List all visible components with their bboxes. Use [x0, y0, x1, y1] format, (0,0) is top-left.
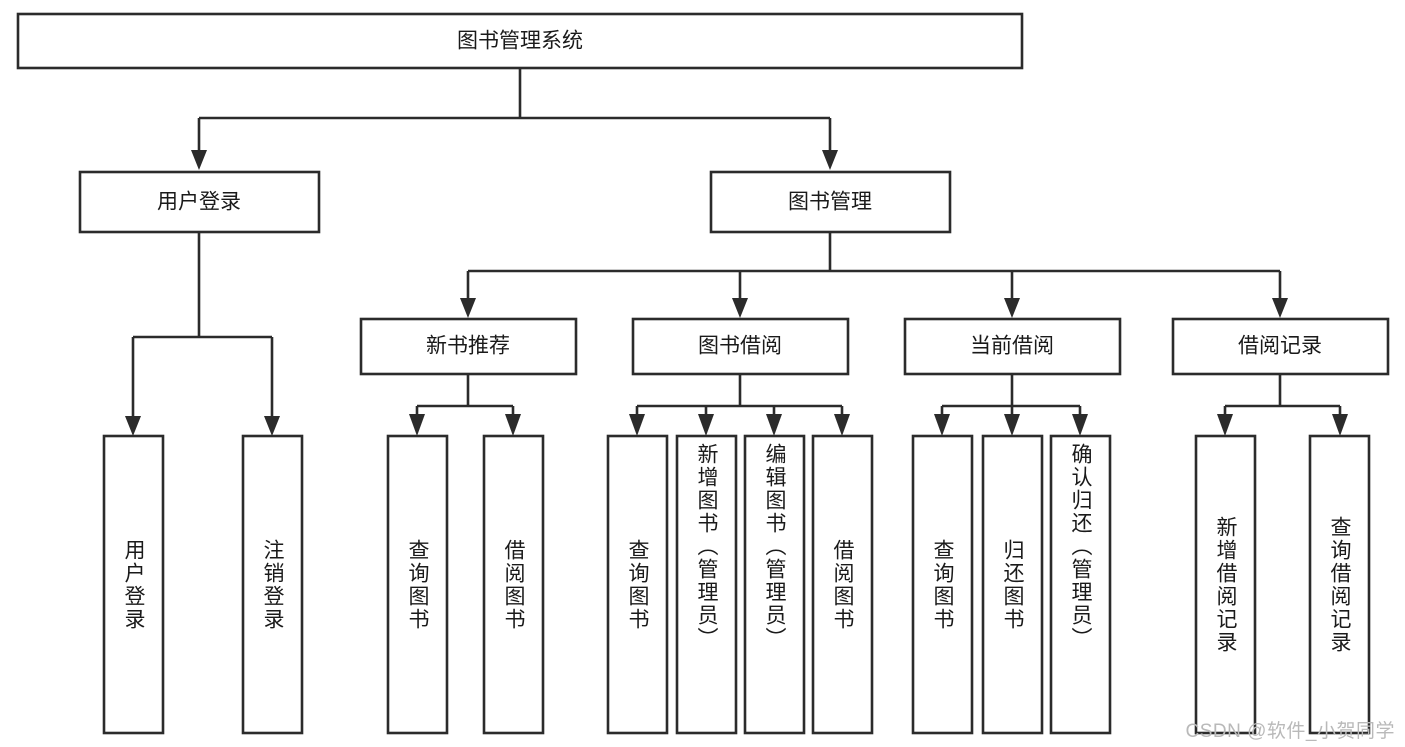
node-root-label: 图书管理系统 [457, 30, 583, 53]
arrow-book-borrow-leaf4 [834, 414, 850, 436]
leaf-box-edit-book-admin[interactable] [743, 434, 806, 735]
leaf-box-add-borrow-record[interactable] [1194, 434, 1257, 735]
leaf-box-add-book-admin[interactable] [675, 434, 738, 735]
node-book-borrow-label: 图书借阅 [698, 335, 782, 358]
arrow-new-book-leaf1 [409, 414, 425, 436]
arrow-borrow-record-leaf1 [1217, 414, 1233, 436]
node-book-manage-box[interactable] [709, 170, 952, 234]
arrow-current-borrow-leaf2 [1004, 414, 1020, 436]
leaf-box-query-book-borrow[interactable] [606, 434, 669, 735]
node-user-login-label: 用户登录 [157, 191, 241, 214]
arrow-user-login-leaf2 [264, 416, 280, 436]
node-borrow-record[interactable]: 借阅记录 [1171, 317, 1390, 376]
arrow-to-user-login [191, 150, 207, 170]
node-new-book-recommend[interactable]: 新书推荐 [359, 317, 578, 376]
arrow-to-current-borrow [1004, 298, 1020, 318]
node-borrow-record-box[interactable] [1171, 317, 1390, 376]
leaf-box-query-book-recommend[interactable] [386, 434, 449, 735]
leaf-box-user-login[interactable] [102, 434, 165, 735]
node-new-book-recommend-box[interactable] [359, 317, 578, 376]
arrow-user-login-leaf1 [125, 416, 141, 436]
node-current-borrow-label: 当前借阅 [970, 335, 1054, 358]
arrow-book-borrow-leaf2 [698, 414, 714, 436]
leaf-box-confirm-return-admin[interactable] [1049, 434, 1112, 735]
leaf-box-borrow-book[interactable] [811, 434, 874, 735]
arrow-new-book-leaf2 [505, 414, 521, 436]
leaf-box-query-book-current[interactable] [911, 434, 974, 735]
leaf-box-logout[interactable] [241, 434, 304, 735]
node-borrow-record-label: 借阅记录 [1238, 335, 1322, 358]
node-current-borrow-box[interactable] [903, 317, 1122, 376]
node-book-manage[interactable]: 图书管理 [709, 170, 952, 234]
node-new-book-recommend-label: 新书推荐 [426, 335, 510, 358]
node-book-manage-label: 图书管理 [788, 191, 872, 214]
node-current-borrow[interactable]: 当前借阅 [903, 317, 1122, 376]
leaf-box-borrow-book-recommend[interactable] [482, 434, 545, 735]
leaf-box-return-book[interactable] [981, 434, 1044, 735]
arrow-current-borrow-leaf3 [1072, 414, 1088, 436]
arrow-to-borrow-record [1272, 298, 1288, 318]
node-book-borrow[interactable]: 图书借阅 [631, 317, 850, 376]
csdn-watermark: CSDN @软件_小贺同学 [1185, 721, 1395, 742]
arrow-borrow-record-leaf2 [1332, 414, 1348, 436]
node-root-box[interactable] [16, 12, 1024, 70]
node-root[interactable]: 图书管理系统 [16, 12, 1024, 70]
node-book-borrow-box[interactable] [631, 317, 850, 376]
arrow-book-borrow-leaf1 [629, 414, 645, 436]
leaf-box-query-borrow-record[interactable] [1308, 434, 1371, 735]
arrow-to-book-borrow [732, 298, 748, 318]
arrow-to-book-manage [822, 150, 838, 170]
node-user-login[interactable]: 用户登录 [78, 170, 321, 234]
arrow-book-borrow-leaf3 [766, 414, 782, 436]
arrow-current-borrow-leaf1 [934, 414, 950, 436]
arrow-to-new-book [460, 298, 476, 318]
